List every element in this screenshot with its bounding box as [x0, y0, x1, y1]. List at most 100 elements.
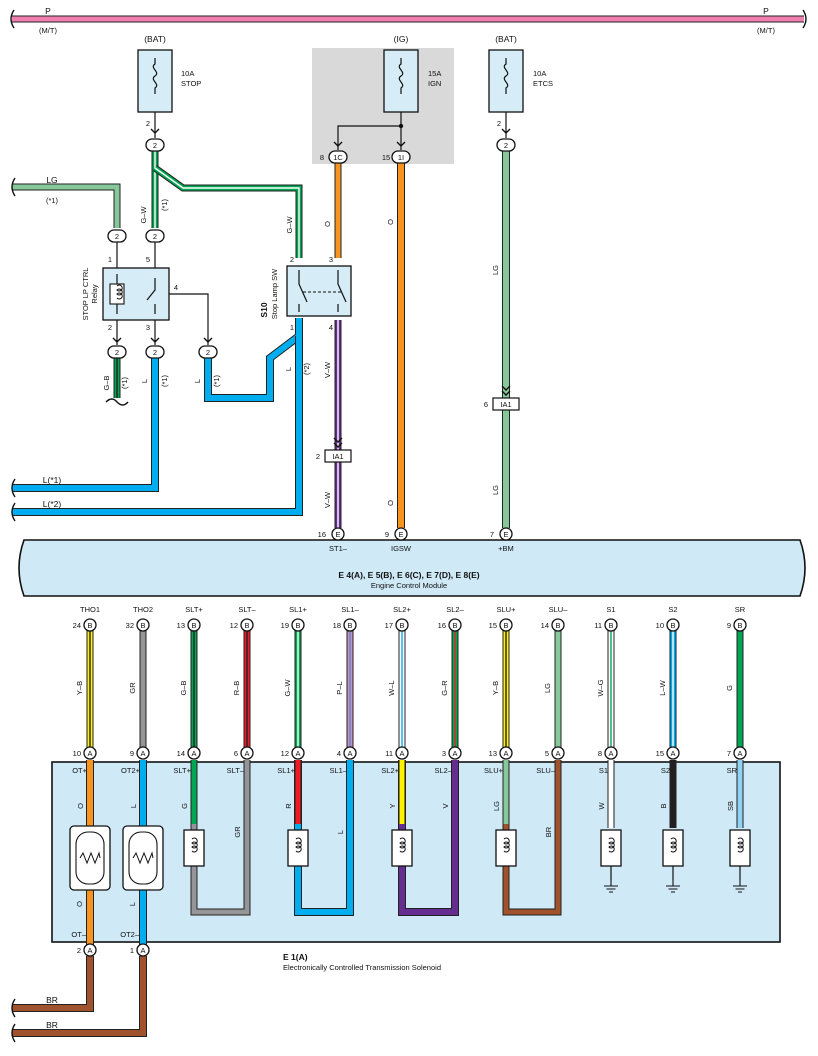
bus-left-cap	[10, 9, 15, 29]
etcs-chevron-icon	[501, 128, 511, 134]
lg-bot-label: LG	[491, 485, 500, 495]
ia1-right-chevron-a-icon	[501, 385, 511, 391]
sol-top-pin-num-9: 5	[545, 749, 549, 758]
sol-bottom-pin-1-letter: A	[140, 946, 145, 955]
lg-wire-label: LG	[46, 175, 57, 185]
ia1-right-chevron-b-icon	[501, 390, 511, 396]
relay-coil-icon	[116, 284, 123, 300]
ecm-bottom-pin-4	[291, 618, 305, 632]
sol-top-pin-label-9: SLU–	[536, 766, 556, 775]
harness-wire-label-6: W–L	[387, 680, 396, 695]
sol-top-pin-6	[395, 746, 409, 760]
ecm-top-pin-0	[331, 527, 345, 541]
sw-pin4: 4	[329, 323, 333, 332]
bus-mt-label-right: (M/T)	[757, 26, 775, 35]
etcs-fuse-connector-label: 2	[504, 141, 508, 150]
coil-icon	[191, 837, 198, 853]
ecm-top-pin-num-1: 9	[385, 530, 389, 539]
ecm-pin-label-6: SL2+	[393, 605, 411, 614]
br-label-1: BR	[46, 995, 58, 1005]
sol-top-pin-8-letter: A	[503, 749, 508, 758]
sol-top-pin-12	[733, 746, 747, 760]
ecm-pin-num-8: 15	[489, 621, 497, 630]
bus-mt-label-left: (M/T)	[39, 26, 57, 35]
l2-relay-note: (*1)	[212, 374, 221, 387]
ia1-left-pin: 2	[316, 452, 320, 461]
sol-top-pin-1-letter: A	[140, 749, 145, 758]
ecm-bottom-pin-5-letter: B	[347, 621, 352, 630]
o-sw-label: O	[323, 221, 332, 227]
ign-fuse-lead	[337, 112, 402, 150]
ecm-bottom-pin-0-letter: B	[87, 621, 92, 630]
ecm-pin-label-10: S1	[606, 605, 615, 614]
sol-top-pin-3-letter: A	[244, 749, 249, 758]
wire-l-relay4	[205, 318, 302, 401]
stop-fuse-name: STOP	[181, 79, 201, 88]
sol-top-pin-5-letter: A	[347, 749, 352, 758]
relay-pin1-connector-label: 2	[115, 232, 119, 241]
ign-right-connector	[391, 150, 411, 164]
sol-bottom-pin-0	[83, 943, 97, 957]
gw-relay-note: (*1)	[160, 198, 169, 211]
sol-top-pin-4	[291, 746, 305, 760]
relay-pin2: 2	[108, 323, 112, 332]
etcs-fuse-pin: 2	[497, 119, 501, 128]
relay-pin4-connector-label: 2	[206, 348, 210, 357]
harness-wire-label-4: G–W	[283, 679, 292, 697]
sol-wire-label-3: GR	[233, 826, 242, 838]
relay-pin4-chevron-icon	[203, 337, 213, 343]
ecm-pin-label-11: S2	[668, 605, 677, 614]
stop-fuse-amp: 10A	[181, 69, 194, 78]
ign-left-connector-label: 1C	[333, 153, 343, 162]
etcs-fuse-name: ETCS	[533, 79, 553, 88]
ecm-top-pin-label-1: IGSW	[391, 544, 412, 553]
o-bot-label: O	[386, 500, 395, 506]
sol-bottom-pin-0-letter: A	[87, 946, 92, 955]
relay-bottom-leads	[116, 320, 156, 345]
sol-wire-label-6: Y	[388, 803, 397, 808]
sol-top-pin-label-3: SLT–	[227, 766, 245, 775]
sw-id: S10	[259, 302, 269, 317]
ecm-pin-num-7: 16	[438, 621, 446, 630]
relay-pin4-lead	[169, 293, 209, 345]
sol-top-pin-8	[499, 746, 513, 760]
sol-top-pin-9-letter: A	[555, 749, 560, 758]
br-wire-2	[12, 956, 146, 1036]
relay-pin3-connector	[145, 345, 165, 359]
sol-wire-label-7: V	[441, 803, 450, 808]
ground-icon-1	[666, 880, 680, 893]
ecm-pin-label-0: THO1	[80, 605, 100, 614]
coil-icon	[399, 837, 406, 853]
bus-p-label-left: P	[45, 6, 51, 16]
harness-wire-label-10: W–G	[596, 679, 605, 696]
sol-top-pin-num-2: 14	[177, 749, 185, 758]
ign-junction	[398, 123, 404, 129]
sol-top-pin-0	[83, 746, 97, 760]
ecm-bottom-pin-6-letter: B	[399, 621, 404, 630]
ign-left-connector	[328, 150, 348, 164]
sw-pin1: 1	[290, 323, 294, 332]
fuse-icon	[398, 58, 404, 94]
sol-top-pin-num-8: 13	[489, 749, 497, 758]
vw-top-label: V–W	[323, 361, 332, 378]
sol-top-pin-label-10: S1	[599, 766, 608, 775]
l2-relay-label: L	[193, 379, 202, 383]
ecm-bottom-pin-3-letter: B	[244, 621, 249, 630]
ecm-pin-label-4: SL1+	[289, 605, 307, 614]
ecm-bottom-pin-1	[136, 618, 150, 632]
relay-pin3-connector-label: 2	[153, 348, 157, 357]
ecm-bottom-pin-1-letter: B	[140, 621, 145, 630]
sol-top-pin-0-letter: A	[87, 749, 92, 758]
stop-chevron-icon	[150, 128, 160, 134]
harness-wire-label-5: P–L	[335, 681, 344, 694]
ecm-bottom-pin-9	[551, 618, 565, 632]
sol-top-pin-label-6: SL2+	[381, 766, 399, 775]
l1-relay-note: (*1)	[160, 374, 169, 387]
solenoid-name: Electronically Controlled Transmission S…	[283, 963, 441, 972]
ecm-pin-label-12: SR	[735, 605, 746, 614]
ecm-top-pin-2	[499, 527, 513, 541]
ecm-pin-num-5: 18	[333, 621, 341, 630]
ecm-pin-num-3: 12	[230, 621, 238, 630]
ecm-top-pin-1-letter: E	[398, 530, 403, 539]
